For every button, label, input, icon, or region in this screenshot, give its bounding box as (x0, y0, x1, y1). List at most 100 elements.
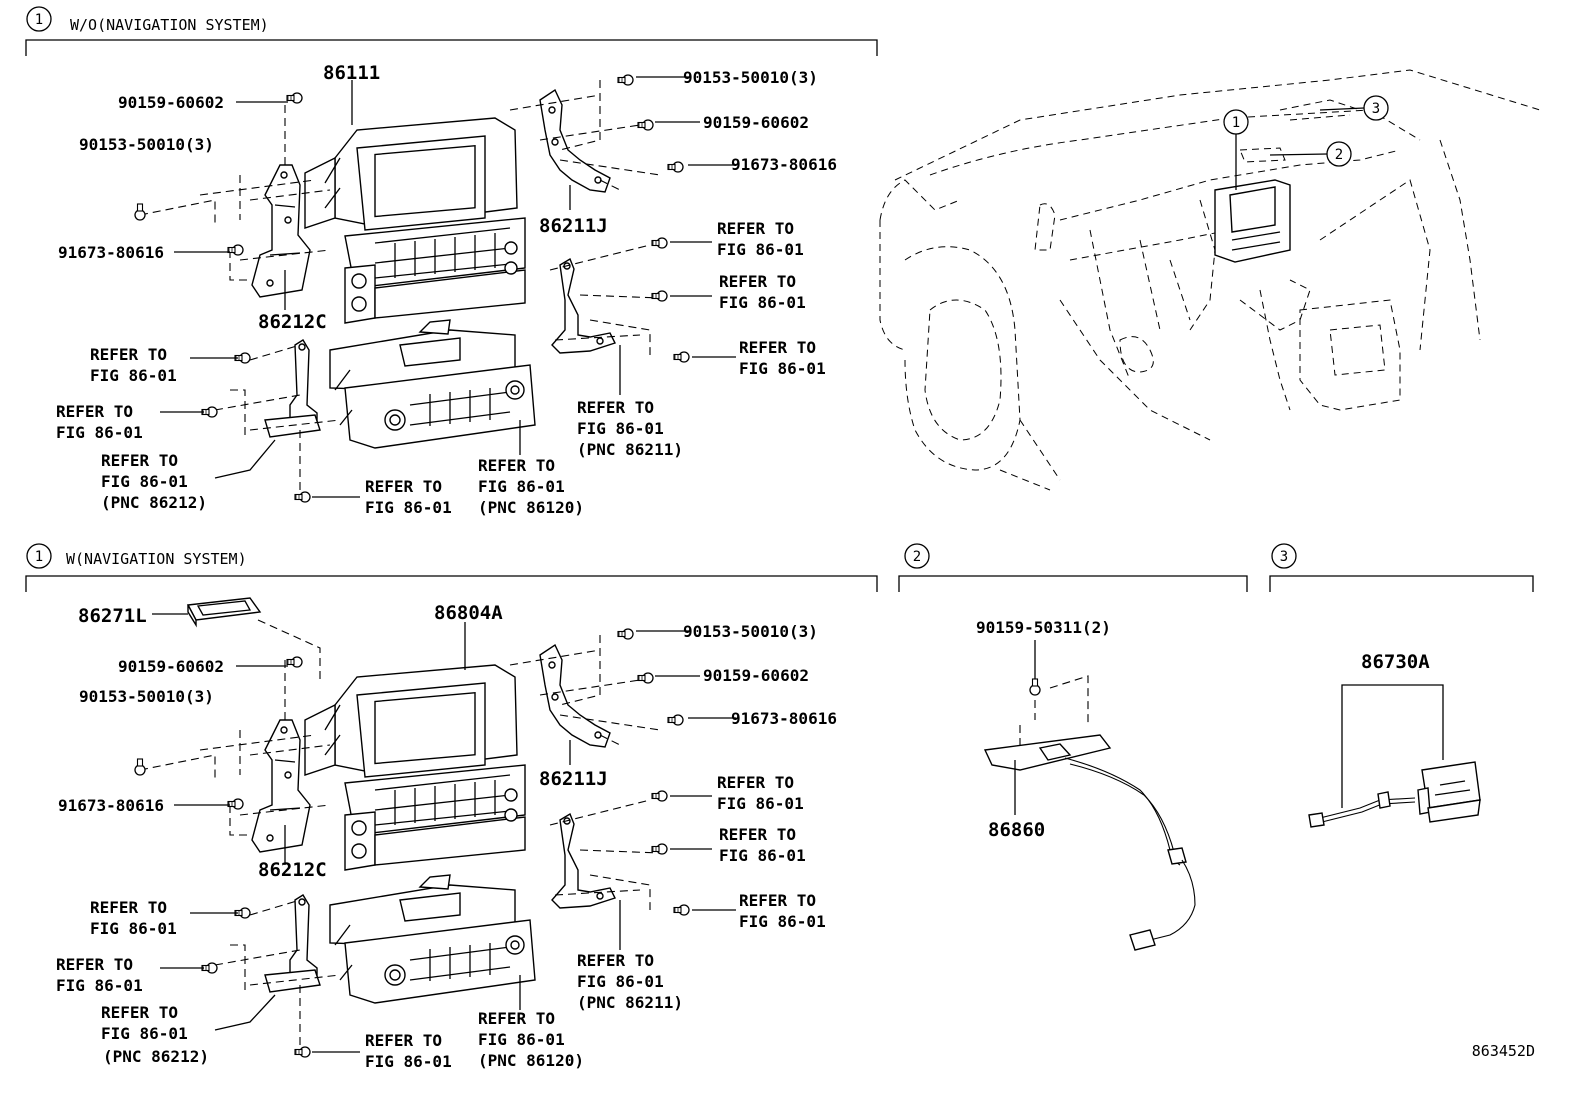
right-bracket-86211J-b (539, 644, 611, 748)
section-bracket-1a (25, 39, 878, 56)
bolt-icon (294, 1046, 311, 1058)
bolt-icon (201, 962, 218, 974)
section-title-1b: W(NAVIGATION SYSTEM) (66, 550, 247, 568)
refer-label: REFER TO (90, 345, 167, 364)
label-86860: 86860 (988, 819, 1045, 841)
label-86111: 86111 (323, 62, 380, 84)
section-2: 2 90159-50311(2) 86860 (898, 543, 1248, 951)
refer-fig-label: FIG 86-01 (478, 1030, 565, 1049)
section-1a: 1 W/O(NAVIGATION SYSTEM) 86111 90159-6 (25, 6, 878, 517)
refer-label: REFER TO (717, 773, 794, 792)
pnc-86211-label: (PNC 86211) (577, 440, 683, 459)
refer-label: REFER TO (719, 272, 796, 291)
label-90153-50010-left-b: 90153-50010(3) (79, 687, 214, 706)
section-bracket-3 (1269, 575, 1534, 592)
bolt-icon (667, 161, 684, 173)
label-91673-80616-left-b: 91673-80616 (58, 796, 164, 815)
label-86730A: 86730A (1361, 651, 1430, 673)
label-90159-60602-right-b: 90159-60602 (703, 666, 809, 685)
bolt-icon (1029, 678, 1041, 696)
refer-label: REFER TO (478, 456, 555, 475)
bolt-icon (673, 904, 690, 916)
section-3: 3 86730A (1269, 543, 1534, 828)
bolt-icon (651, 290, 668, 302)
lower-left-bracket-a (264, 339, 321, 438)
pnc-86120-label-b: (PNC 86120) (478, 1051, 584, 1070)
refer-label: REFER TO (577, 951, 654, 970)
lower-right-bracket-b (551, 813, 616, 909)
refer-fig-label: FIG 86-01 (56, 423, 143, 442)
refer-fig-label: FIG 86-01 (90, 919, 177, 938)
refer-fig-label: FIG 86-01 (365, 1052, 452, 1071)
label-91673-80616-right-b: 91673-80616 (731, 709, 837, 728)
refer-label: REFER TO (739, 338, 816, 357)
bolt-icon (637, 672, 654, 684)
head-unit-86804A (304, 664, 526, 871)
label-90159-60602-left-b: 90159-60602 (118, 657, 224, 676)
refer-label: REFER TO (56, 955, 133, 974)
refer-label: REFER TO (739, 891, 816, 910)
diagram-code: 863452D (1472, 1042, 1535, 1060)
lower-right-bracket-a (551, 258, 616, 354)
bolt-icon (617, 74, 634, 86)
refer-label: REFER TO (365, 1031, 442, 1050)
pnc-86212-label-b: (PNC 86212) (103, 1047, 209, 1066)
bolt-icon (201, 406, 218, 418)
bolt-icon (637, 119, 654, 131)
label-86211J: 86211J (539, 215, 608, 237)
climate-unit-a (329, 319, 536, 449)
bolt-icon (134, 758, 146, 776)
section-bracket-1b (25, 575, 878, 592)
bolt-icon (667, 714, 684, 726)
refer-fig-label: FIG 86-01 (478, 477, 565, 496)
label-86804A: 86804A (434, 602, 503, 624)
bolt-icon (651, 237, 668, 249)
bolt-icon (294, 491, 311, 503)
label-86271L: 86271L (78, 605, 147, 627)
lower-left-bracket-b (264, 894, 321, 993)
refer-fig-label: FIG 86-01 (719, 293, 806, 312)
label-86212C-b: 86212C (258, 859, 327, 881)
label-91673-80616-left: 91673-80616 (58, 243, 164, 262)
label-86212C: 86212C (258, 311, 327, 333)
refer-fig-label: FIG 86-01 (739, 912, 826, 931)
climate-unit-b (329, 874, 536, 1004)
label-90153-50010-right: 90153-50010(3) (683, 68, 818, 87)
refer-fig-label: FIG 86-01 (577, 419, 664, 438)
label-90159-50311: 90159-50311(2) (976, 618, 1111, 637)
refer-label: REFER TO (365, 477, 442, 496)
refer-fig-label: FIG 86-01 (365, 498, 452, 517)
refer-fig-label: FIG 86-01 (90, 366, 177, 385)
bolt-icon (651, 790, 668, 802)
car-interior-illustration: 1 2 3 (879, 69, 1541, 491)
section-marker-2-text: 2 (913, 549, 921, 565)
section-marker-3-text: 3 (1280, 549, 1288, 565)
label-86211J-b: 86211J (539, 768, 608, 790)
refer-fig-label: FIG 86-01 (719, 846, 806, 865)
head-unit-86111 (304, 117, 526, 324)
label-90153-50010-left: 90153-50010(3) (79, 135, 214, 154)
pnc-86120-label: (PNC 86120) (478, 498, 584, 517)
car-marker-3-text: 3 (1372, 101, 1380, 117)
refer-fig-label: FIG 86-01 (717, 240, 804, 259)
bolt-icon (617, 628, 634, 640)
bolt-icon (286, 656, 303, 668)
section-title-1a: W/O(NAVIGATION SYSTEM) (70, 16, 269, 34)
label-90159-60602-left: 90159-60602 (118, 93, 224, 112)
refer-fig-label: FIG 86-01 (101, 1024, 188, 1043)
bolt-icon (651, 843, 668, 855)
right-bracket-86211J (539, 89, 611, 193)
bolt-icon (286, 92, 303, 104)
label-90153-50010-right-b: 90153-50010(3) (683, 622, 818, 641)
car-marker-1-text: 1 (1232, 115, 1240, 131)
section-bracket-2 (898, 575, 1248, 592)
refer-fig-label: FIG 86-01 (101, 472, 188, 491)
refer-label: REFER TO (478, 1009, 555, 1028)
refer-label: REFER TO (101, 1003, 178, 1022)
refer-label: REFER TO (719, 825, 796, 844)
nav-module-86271L (186, 597, 262, 628)
refer-label: REFER TO (56, 402, 133, 421)
bolt-icon (134, 203, 146, 221)
pnc-86212-label: (PNC 86212) (101, 493, 207, 512)
section-marker-1a-text: 1 (35, 12, 43, 28)
